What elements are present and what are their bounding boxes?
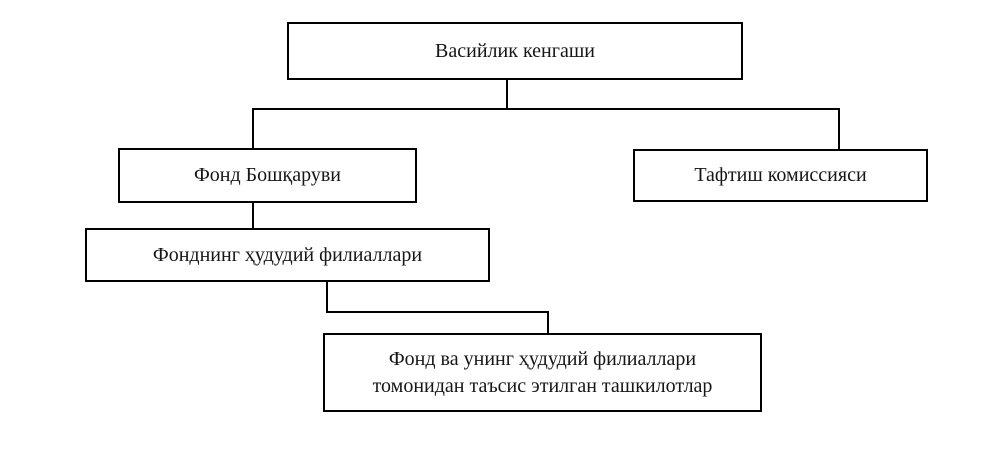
node-regional-branches-label: Фонднинг ҳудудий филиаллари: [152, 243, 423, 266]
node-audit-commission: Тафтиш комиссияси: [633, 149, 928, 202]
connector-board-stem: [506, 78, 508, 110]
connector-branches-stem: [326, 280, 328, 313]
node-fund-management-label: Фонд Бошқаруви: [193, 164, 342, 186]
connector-drop-organizations: [547, 311, 549, 335]
node-established-organizations-line2: томонидан таъсис этилган ташкилотлар: [372, 374, 713, 397]
connector-management-branches: [252, 201, 254, 230]
node-established-organizations: Фонд ва унинг ҳудудий филиаллари томонид…: [323, 333, 762, 412]
node-established-organizations-line1: Фонд ва унинг ҳудудий филиаллари: [388, 347, 697, 370]
node-regional-branches: Фонднинг ҳудудий филиаллари: [85, 228, 490, 282]
connector-drop-audit: [838, 108, 840, 151]
node-audit-commission-label: Тафтиш комиссияси: [694, 164, 867, 186]
connector-branches-elbow-bar: [326, 311, 549, 313]
node-board-of-trustees: Васийлик кенгаши: [287, 22, 743, 80]
node-fund-management: Фонд Бошқаруви: [118, 148, 417, 203]
node-board-of-trustees-label: Васийлик кенгаши: [435, 39, 595, 62]
connector-drop-management: [252, 108, 254, 150]
connector-board-children-bar: [252, 108, 840, 110]
